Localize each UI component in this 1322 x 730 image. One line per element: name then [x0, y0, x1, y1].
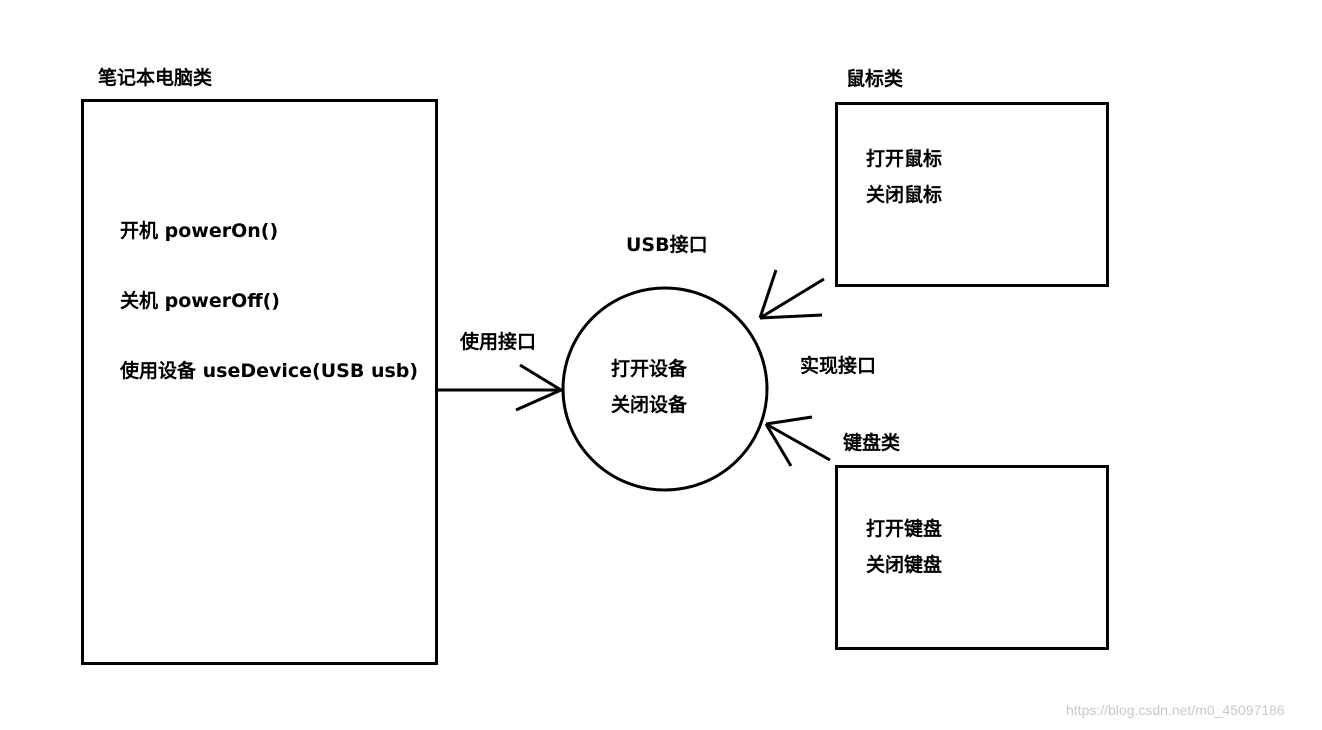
keyboard-method-close: 关闭键盘: [866, 554, 943, 576]
watermark-text: https://blog.csdn.net/m0_45097186: [1066, 702, 1285, 718]
keyboard-implements-arrow: [764, 415, 831, 467]
keyboard-class-title: 键盘类: [843, 432, 901, 454]
usb-method-close: 关闭设备: [611, 394, 688, 416]
mouse-implements-arrow: [758, 269, 825, 320]
laptop-method-power-off: 关机 powerOff(): [120, 290, 280, 312]
usb-interface-circle: [561, 286, 769, 492]
use-device-name: 使用设备 useDevice: [120, 360, 313, 382]
laptop-class-title: 笔记本电脑类: [98, 67, 213, 89]
laptop-method-use-device: 使用设备 useDevice(USB usb): [120, 362, 418, 381]
use-interface-arrow: [438, 363, 565, 412]
usb-method-open: 打开设备: [611, 358, 688, 380]
mouse-class-title: 鼠标类: [846, 68, 904, 90]
mouse-class-box: [835, 102, 1109, 287]
implement-interface-label: 实现接口: [800, 355, 877, 377]
usb-interface-title: USB接口: [626, 234, 708, 256]
keyboard-class-box: [835, 465, 1109, 650]
laptop-method-power-on: 开机 powerOn(): [120, 220, 279, 242]
mouse-method-close: 关闭鼠标: [866, 184, 943, 206]
use-interface-label: 使用接口: [460, 331, 537, 353]
mouse-method-open: 打开鼠标: [866, 148, 943, 170]
keyboard-method-open: 打开键盘: [866, 518, 943, 540]
laptop-class-box: [81, 99, 438, 665]
use-device-param: (USB usb): [312, 360, 419, 382]
